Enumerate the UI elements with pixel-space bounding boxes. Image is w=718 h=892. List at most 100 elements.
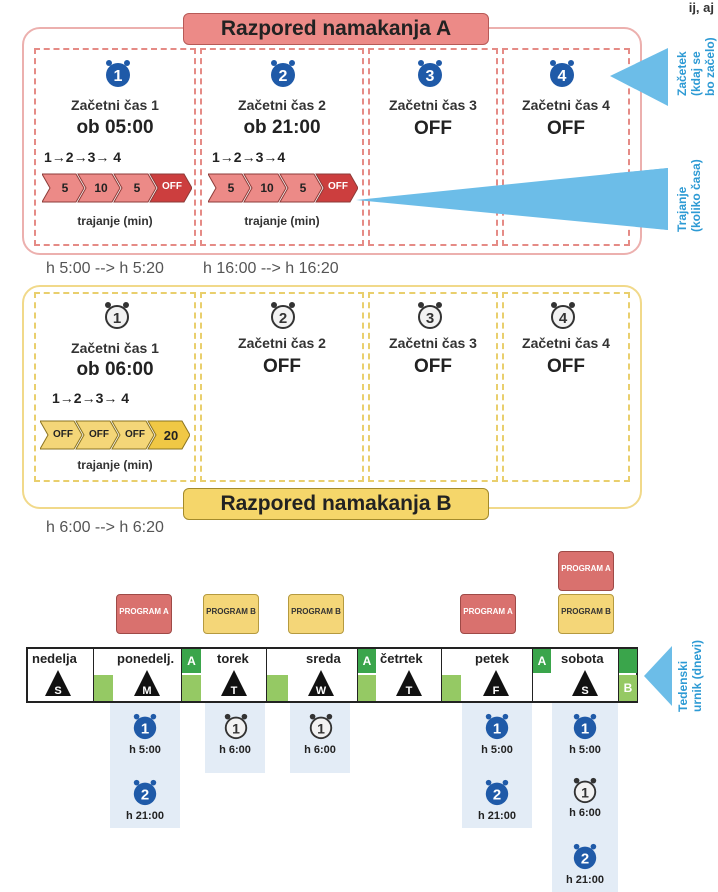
start-time-label: Začetni čas 3 <box>389 335 477 351</box>
clock-filled-icon: 1 <box>573 713 597 740</box>
clock-outline-icon: 4 <box>551 302 575 329</box>
clock-number: 2 <box>279 310 287 327</box>
schedule-b-slot-2 <box>200 292 364 482</box>
program-b-badge: PROGRAM B <box>558 594 614 634</box>
clock-filled-icon: 2 <box>271 60 295 87</box>
zone-sequence: 1→2→3→ 4 <box>52 390 130 406</box>
svg-text:2: 2 <box>141 786 149 803</box>
schedule-a-title: Razpored namakanja A <box>183 13 489 45</box>
schedule-b-slot-3 <box>368 292 498 482</box>
time-range: h 6:00 --> h 6:20 <box>46 519 164 536</box>
start-callout: Začetek (kdaj se bo začelo) <box>675 37 717 96</box>
program-a-badge: PROGRAM A <box>460 594 516 634</box>
program-a-badge: PROGRAM A <box>116 594 172 634</box>
day-time: h 21:00 <box>126 810 164 822</box>
svg-text:1: 1 <box>317 720 325 736</box>
svg-text:2: 2 <box>493 786 501 803</box>
day-marker <box>94 675 113 701</box>
schedule-b-slot-1 <box>34 292 196 482</box>
svg-text:1: 1 <box>493 720 501 737</box>
day-cell-tuesday: torek <box>201 649 267 701</box>
time-range: h 16:00 --> h 16:20 <box>203 260 339 277</box>
svg-text:S: S <box>581 685 588 697</box>
clock-number: 3 <box>426 310 434 327</box>
duration-value: 5 <box>133 181 141 195</box>
duration-label: trajanje (min) <box>244 214 320 228</box>
day-cell-thursday: četrtek <box>376 649 442 701</box>
program-a-marker: A <box>182 649 201 673</box>
clock-outline-icon: 1 <box>105 302 129 329</box>
start-time-label: Začetni čas 4 <box>522 335 610 351</box>
svg-text:1: 1 <box>232 720 240 736</box>
time-range: h 5:00 --> h 5:20 <box>46 260 164 277</box>
clock-filled-icon: 4 <box>550 60 574 87</box>
duration-value: OFF <box>89 429 109 440</box>
program-b-badge: PROGRAM B <box>288 594 344 634</box>
day-cell-friday: petek <box>461 649 533 701</box>
program-a-badge: PROGRAM A <box>558 551 614 591</box>
start-time-label: Začetni čas 3 <box>389 97 477 113</box>
start-time-value: OFF <box>547 118 585 139</box>
schedule-a-slot-1 <box>34 48 196 246</box>
clock-filled-icon: 1 <box>133 713 157 740</box>
start-time-value: OFF <box>263 356 301 377</box>
chevron-arrows-icon <box>39 420 191 450</box>
day-name: četrtek <box>380 651 423 666</box>
duration-chevrons <box>39 420 191 450</box>
day-cell-sunday: nedelja <box>28 649 94 701</box>
duration-value: OFF <box>162 181 182 192</box>
svg-text:2: 2 <box>581 850 589 867</box>
clock-outline-icon: 1 <box>573 777 597 804</box>
chevron-arrows-icon <box>207 173 359 203</box>
clock-filled-icon: 2 <box>133 779 157 806</box>
start-time-value: ob 06:00 <box>76 359 154 380</box>
start-time-value: ob 05:00 <box>76 117 154 138</box>
duration-callout-wedge <box>356 168 668 230</box>
clock-outline-icon: 3 <box>418 302 442 329</box>
clock-filled-icon: 2 <box>573 843 597 870</box>
start-time-value: ob 21:00 <box>243 117 321 138</box>
day-time: h 6:00 <box>304 744 336 756</box>
clock-number: 2 <box>279 68 288 85</box>
duration-value: 5 <box>61 181 69 195</box>
schedule-b-slot-4 <box>502 292 630 482</box>
svg-text:F: F <box>493 685 500 697</box>
schedule-a-slot-2 <box>200 48 364 246</box>
duration-value: OFF <box>328 181 348 192</box>
svg-text:S: S <box>54 685 61 697</box>
clock-outline-icon: 1 <box>224 713 248 740</box>
duration-callout: Trajanje (koliko časa) <box>675 159 703 232</box>
duration-value: 20 <box>163 428 179 443</box>
sunday-letter-icon: S <box>45 670 71 697</box>
day-marker <box>358 675 376 701</box>
svg-text:M: M <box>142 685 151 697</box>
svg-text:W: W <box>316 685 327 697</box>
zone-sequence: 1→2→3→ 4 <box>44 149 122 165</box>
zone-sequence: 1→2→3→4 <box>212 149 286 165</box>
duration-value: 10 <box>260 181 274 195</box>
day-time: h 5:00 <box>129 744 161 756</box>
day-cell-saturday: sobota <box>551 649 619 701</box>
program-marker <box>619 649 637 673</box>
svg-text:1: 1 <box>581 720 589 737</box>
saturday-letter-icon: S <box>572 670 598 697</box>
monday-letter-icon: M <box>134 670 160 697</box>
clock-number: 3 <box>426 68 435 85</box>
day-name: sobota <box>561 651 604 666</box>
svg-text:1: 1 <box>141 720 149 737</box>
start-time-value: OFF <box>547 356 585 377</box>
clock-number: 1 <box>113 310 121 327</box>
program-a-marker: A <box>533 649 551 673</box>
program-a-marker: A <box>358 649 376 673</box>
clock-number: 4 <box>558 68 567 85</box>
day-time: h 21:00 <box>478 810 516 822</box>
duration-value: 5 <box>299 181 307 195</box>
day-time: h 6:00 <box>569 807 601 819</box>
day-name: nedelja <box>32 651 77 666</box>
clock-number: 1 <box>114 68 123 85</box>
friday-letter-icon: F <box>483 670 509 697</box>
svg-text:T: T <box>231 685 238 697</box>
svg-text:T: T <box>406 685 413 697</box>
clock-filled-icon: 1 <box>106 60 130 87</box>
day-cell-monday: ponedelj. <box>113 649 182 701</box>
